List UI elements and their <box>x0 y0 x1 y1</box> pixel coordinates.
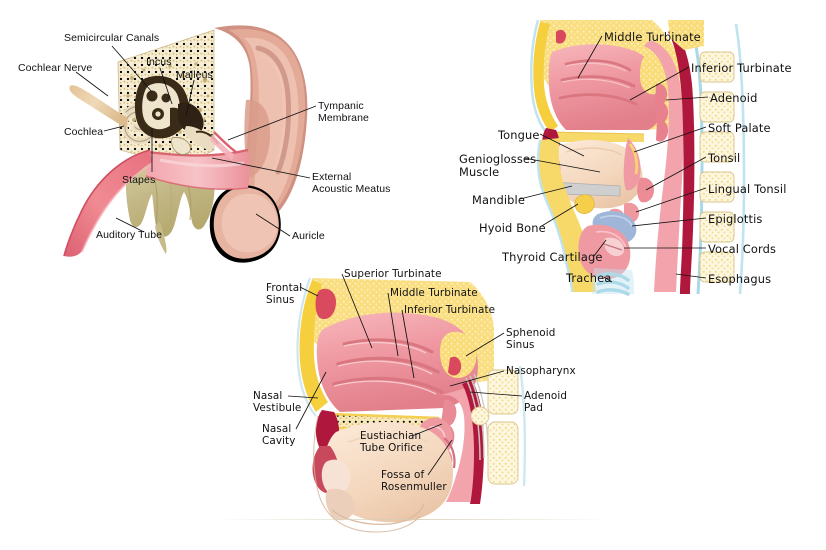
label-esophagus: Esophagus <box>708 272 772 286</box>
bottom-divider <box>212 519 612 520</box>
label-semicircular-canals: Semicircular Canals <box>64 32 160 44</box>
label-inferior-turbinate-2: Inferior Turbinate <box>404 304 496 316</box>
label-middle-turbinate-2: Middle Turbinate <box>390 287 478 299</box>
label-tongue: Tongue <box>498 128 540 142</box>
label-middle-turbinate: Middle Turbinate <box>604 30 701 44</box>
label-mandible: Mandible <box>472 193 526 207</box>
label-nasal-cavity: Nasal Cavity <box>262 423 296 447</box>
label-thyroid-cartilage: Thyroid Cartilage <box>502 250 603 264</box>
label-frontal-sinus: Frontal Sinus <box>266 282 303 306</box>
label-fossa-of-rosenmuller: Fossa of Rosenmuller <box>381 469 447 493</box>
label-auricle: Auricle <box>292 230 325 242</box>
label-external-acoustic-meatus: External Acoustic Meatus <box>312 171 391 195</box>
label-tympanic-membrane: Tympanic Membrane <box>318 100 369 124</box>
label-adenoid-pad: Adenoid Pad <box>524 390 568 414</box>
throat-illustration <box>530 19 746 296</box>
leader-lines <box>75 35 709 476</box>
ear-illustration <box>63 25 308 263</box>
label-auditory-tube: Auditory Tube <box>96 229 163 241</box>
label-hyoid-bone: Hyoid Bone <box>479 221 546 235</box>
label-epiglottis: Epiglottis <box>708 212 763 226</box>
label-vocal-cords: Vocal Cords <box>708 242 777 256</box>
label-trachea: Trachea <box>566 271 612 285</box>
label-inferior-turbinate: Inferior Turbinate <box>691 61 792 75</box>
nasal-illustration <box>296 277 526 533</box>
nasal-vertebrae <box>470 369 519 485</box>
semicircular-canals <box>134 75 189 139</box>
label-tonsil: Tonsil <box>708 151 741 165</box>
label-eustiachian-tube-orifice: Eustiachian Tube Orifice <box>360 430 423 454</box>
label-sphenoid-sinus: Sphenoid Sinus <box>506 327 556 351</box>
label-nasal-vestibule: Nasal Vestibule <box>253 390 302 414</box>
label-cochlea: Cochlea <box>64 126 104 138</box>
label-malleus: Malleus <box>176 69 213 81</box>
label-nasopharynx: Nasopharynx <box>506 365 576 377</box>
cervical-vertebrae <box>699 51 735 283</box>
label-lingual-tonsil: Lingual Tonsil <box>708 182 787 196</box>
label-superior-turbinate: Superior Turbinate <box>344 268 442 280</box>
label-incus: Incus <box>146 56 172 68</box>
label-cochlear-nerve: Cochlear Nerve <box>18 62 93 74</box>
label-genioglosses-muscle: Genioglosses Muscle <box>459 152 537 179</box>
label-soft-palate: Soft Palate <box>708 121 771 135</box>
label-adenoid: Adenoid <box>710 91 758 105</box>
label-stapes: Stapes <box>122 174 156 186</box>
